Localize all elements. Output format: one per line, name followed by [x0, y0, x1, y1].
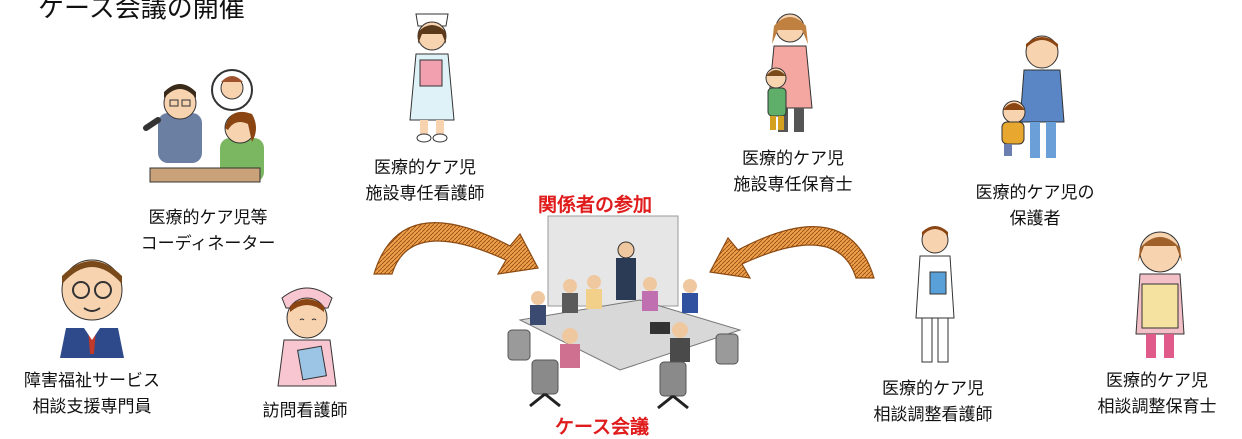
visiting-nurse-label: 訪問看護師 — [262, 401, 348, 421]
guardian-illustration — [1001, 35, 1065, 158]
facility-nurse-label: 医療的ケア児 施設専任看護師 — [365, 158, 485, 204]
participation-label: 関係者の参加 — [538, 194, 653, 216]
page-title: ケース会議の開催 — [38, 0, 245, 24]
coordination-nurse-label: 医療的ケア児 相談調整看護師 — [873, 379, 993, 425]
visiting-nurse-illustration — [277, 287, 337, 387]
coordinator-label: 医療的ケア児等 コーディネーター — [140, 208, 276, 254]
coordination-childcare-worker-illustration — [1135, 231, 1185, 358]
case-meeting-illustration — [507, 215, 742, 410]
guardian-label: 医療的ケア児の 保護者 — [975, 183, 1095, 229]
coordination-nurse-illustration — [915, 226, 955, 363]
facility-childcare-worker-label: 医療的ケア児 施設専任保育士 — [733, 149, 853, 195]
welfare-consultant-label: 障害福祉サービス 相談支援専門員 — [24, 371, 160, 417]
coordinator-consultation-illustration — [143, 69, 264, 183]
right-participation-arrow — [709, 226, 875, 279]
left-participation-arrow — [373, 222, 539, 275]
case-meeting-label: ケース会議 — [555, 416, 650, 438]
facility-nurse-illustration — [409, 13, 455, 143]
coordination-childcare-worker-label: 医療的ケア児 相談調整保育士 — [1097, 371, 1217, 417]
welfare-consultant-illustration — [60, 259, 124, 358]
facility-childcare-worker-illustration — [765, 13, 813, 132]
